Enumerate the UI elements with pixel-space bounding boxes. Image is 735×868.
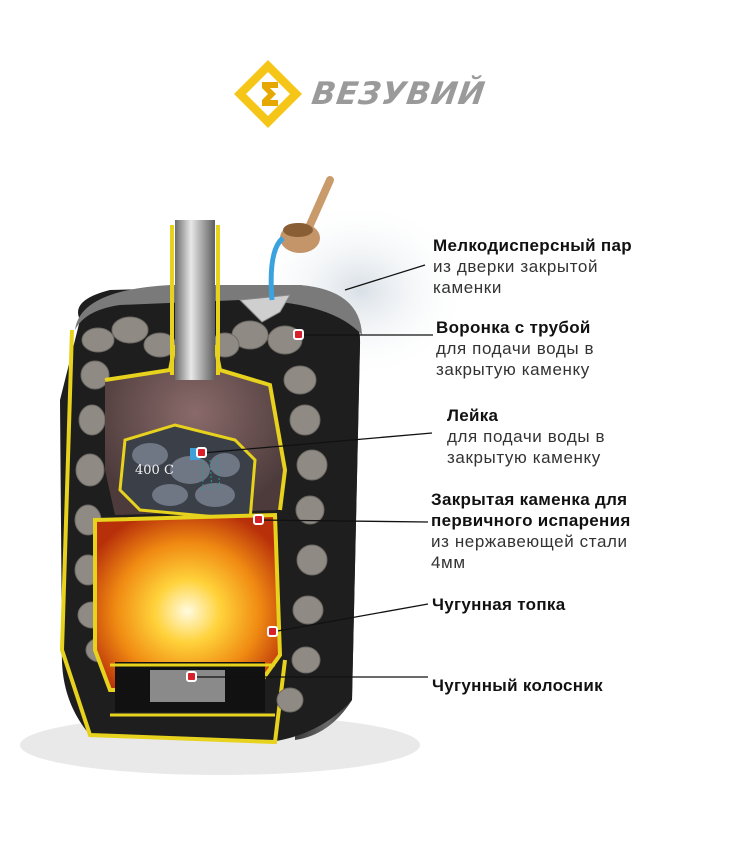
callout-desc: из дверки закрытой bbox=[433, 257, 599, 276]
callout-cast-iron-grate: Чугунный колосник bbox=[432, 675, 603, 696]
callout-title: Чугунная топка bbox=[432, 595, 566, 614]
callout-desc: закрытую каменку bbox=[436, 360, 590, 379]
callout-desc: каменки bbox=[433, 278, 502, 297]
callout-desc: для подачи воды в bbox=[447, 427, 606, 446]
callout-title: Чугунный колосник bbox=[432, 676, 603, 695]
temperature-label: 400 С bbox=[135, 463, 174, 478]
callout-title: Лейка bbox=[447, 406, 499, 425]
callout-desc: из нержавеющей стали bbox=[431, 532, 628, 551]
callout-cast-iron-firebox: Чугунная топка bbox=[432, 594, 566, 615]
callout-funnel: Воронка с трубой для подачи воды в закры… bbox=[436, 317, 594, 380]
callout-title: Мелкодисперсный пар bbox=[433, 236, 632, 255]
brand-logo: ВЕЗУВИЙ bbox=[232, 58, 488, 130]
callout-title: Закрытая каменка для bbox=[431, 490, 628, 509]
callout-sprinkler: Лейка для подачи воды в закрытую каменку bbox=[447, 405, 605, 468]
callout-desc: для подачи воды в bbox=[436, 339, 595, 358]
callout-desc: 4мм bbox=[431, 553, 466, 572]
callout-title: первичного испарения bbox=[431, 511, 631, 530]
callout-closed-stone-chamber: Закрытая каменка для первичного испарени… bbox=[431, 489, 631, 573]
logo-mark-icon bbox=[234, 60, 302, 128]
callout-title: Воронка с трубой bbox=[436, 318, 591, 337]
callout-fine-steam: Мелкодисперсный пар из дверки закрытой к… bbox=[433, 235, 632, 298]
callout-desc: закрытую каменку bbox=[447, 448, 601, 467]
